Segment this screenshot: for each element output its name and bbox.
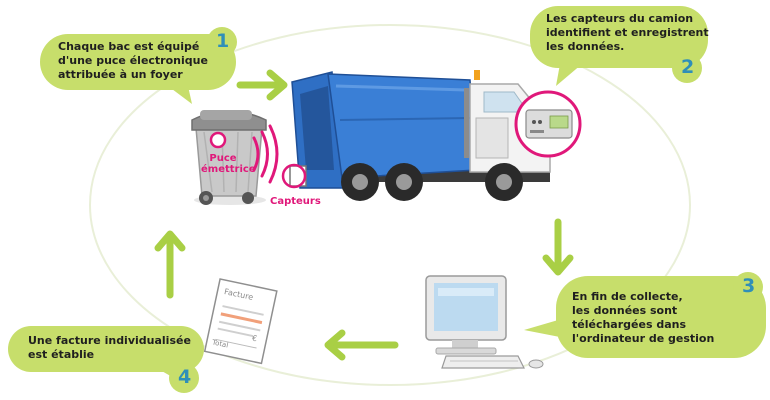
step-2-text: Les capteurs du camion identifient et en… bbox=[546, 12, 709, 54]
step-2-circle bbox=[672, 53, 702, 83]
step-1-line-2: d'une puce électronique bbox=[58, 54, 208, 67]
bubble-3 bbox=[524, 276, 766, 358]
waste-bin bbox=[191, 110, 267, 205]
step-3-line-1: En fin de collecte, bbox=[572, 290, 683, 303]
step-4-circle bbox=[169, 363, 199, 393]
step-3-line-2: les données sont bbox=[572, 304, 678, 317]
chip-label-line-2: émettrice bbox=[201, 164, 256, 175]
bubble-2 bbox=[530, 6, 708, 86]
arrow-computer-to-invoice bbox=[324, 329, 399, 361]
step-1-line-3: attribuée à un foyer bbox=[58, 68, 183, 81]
step-2-line-1: Les capteurs du camion bbox=[546, 12, 694, 25]
step-3-line-3: téléchargées dans bbox=[572, 318, 686, 331]
invoice-paper bbox=[203, 278, 278, 365]
arrow-bin-to-truck bbox=[236, 69, 288, 101]
step-1-line-1: Chaque bac est équipé bbox=[58, 40, 200, 53]
chip-label: Puce émettrice bbox=[201, 153, 256, 175]
step-2-number: 2 bbox=[681, 56, 695, 78]
step-3-line-4: l'ordinateur de gestion bbox=[572, 332, 715, 345]
step-4-number: 4 bbox=[178, 366, 192, 388]
step-3-number: 3 bbox=[742, 275, 756, 297]
step-4-text: Une facture individualisée est établie bbox=[28, 334, 191, 362]
onboard-device bbox=[525, 109, 573, 139]
sensors-marker bbox=[281, 163, 307, 189]
bubble-1 bbox=[40, 34, 236, 104]
step-1-number: 1 bbox=[216, 30, 230, 52]
garbage-truck bbox=[289, 70, 551, 201]
step-1-circle bbox=[207, 27, 237, 57]
chip-marker bbox=[209, 131, 227, 149]
computer bbox=[425, 275, 544, 369]
arrow-invoice-to-bin bbox=[154, 230, 186, 299]
step-3-text: En fin de collecte, les données sont tél… bbox=[572, 290, 714, 346]
step-2-line-2: identifient et enregistrent bbox=[546, 26, 709, 39]
step-1-text: Chaque bac est équipé d'une puce électro… bbox=[58, 40, 208, 82]
arrow-truck-to-computer bbox=[542, 218, 574, 276]
step-3-circle bbox=[733, 272, 763, 302]
signal-waves-icon bbox=[252, 124, 279, 184]
sensors-label: Capteurs bbox=[270, 196, 321, 207]
step-4-line-1: Une facture individualisée bbox=[28, 334, 191, 347]
step-2-line-3: les données. bbox=[546, 40, 625, 53]
step-4-line-2: est établie bbox=[28, 348, 95, 361]
orbit-ellipse bbox=[89, 24, 691, 386]
chip-label-line-1: Puce bbox=[209, 153, 237, 164]
